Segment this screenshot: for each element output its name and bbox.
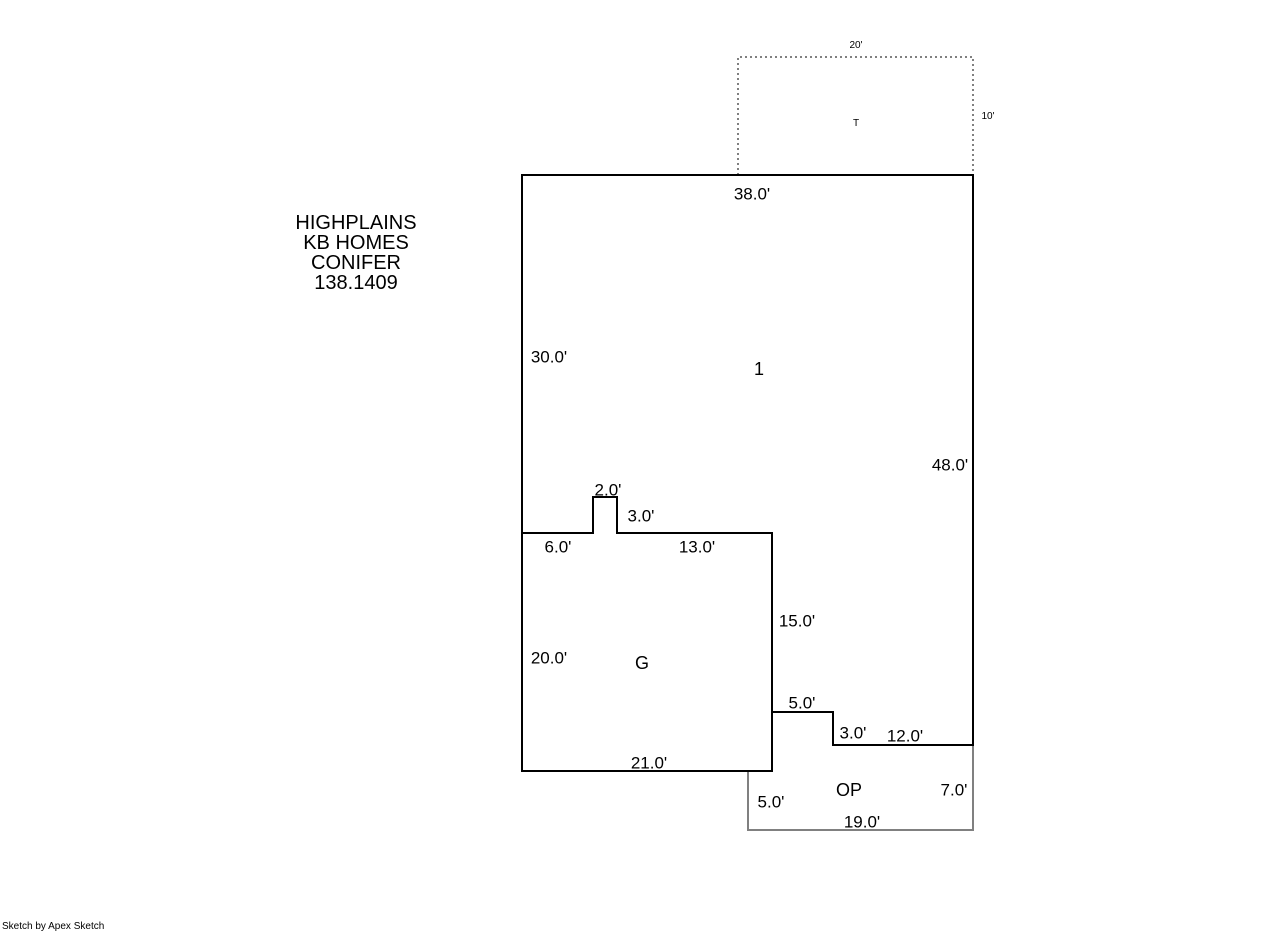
area-label-patio: T <box>852 118 860 129</box>
dim-porch-bottom: 19.0' <box>843 812 881 832</box>
area-label-garage: G <box>634 653 650 673</box>
open-porch-outline <box>747 745 974 831</box>
building-perimeter-outline <box>521 174 974 772</box>
title-line-builder: KB HOMES <box>303 232 409 254</box>
dim-main-bottom-right: 12.0' <box>886 726 924 746</box>
title-line-number: 138.1409 <box>314 272 398 294</box>
dim-garage-notch-side: 3.0' <box>627 506 655 526</box>
dim-main-step-out: 5.0' <box>788 693 816 713</box>
dim-patio-top: 20' <box>849 40 863 51</box>
dim-garage-bottom: 21.0' <box>630 753 668 773</box>
dim-porch-right: 7.0' <box>940 780 968 800</box>
title-block: HIGHPLAINS KB HOMES CONIFER 138.1409 <box>295 213 416 293</box>
patio-dashed-outline <box>737 56 974 175</box>
dim-main-step-down: 3.0' <box>839 723 867 743</box>
garage-interior-wall <box>522 496 773 712</box>
dim-main-left: 30.0' <box>530 347 568 367</box>
dim-garage-right: 15.0' <box>778 611 816 631</box>
dim-porch-left: 5.0' <box>757 792 785 812</box>
dim-patio-right: 10' <box>981 111 995 122</box>
dim-garage-left: 20.0' <box>530 648 568 668</box>
area-label-porch: OP <box>835 780 863 800</box>
title-line-subdivision: HIGHPLAINS <box>295 212 417 234</box>
dim-garage-top-left: 6.0' <box>544 537 572 557</box>
apex-sketch-watermark: Sketch by Apex Sketch <box>2 921 105 932</box>
dim-garage-notch-top: 2.0' <box>594 480 622 500</box>
title-line-model: CONIFER <box>311 252 401 274</box>
dim-main-top: 38.0' <box>733 184 771 204</box>
dim-main-right: 48.0' <box>931 455 969 475</box>
dim-garage-top-right: 13.0' <box>678 537 716 557</box>
area-label-main: 1 <box>753 359 765 379</box>
